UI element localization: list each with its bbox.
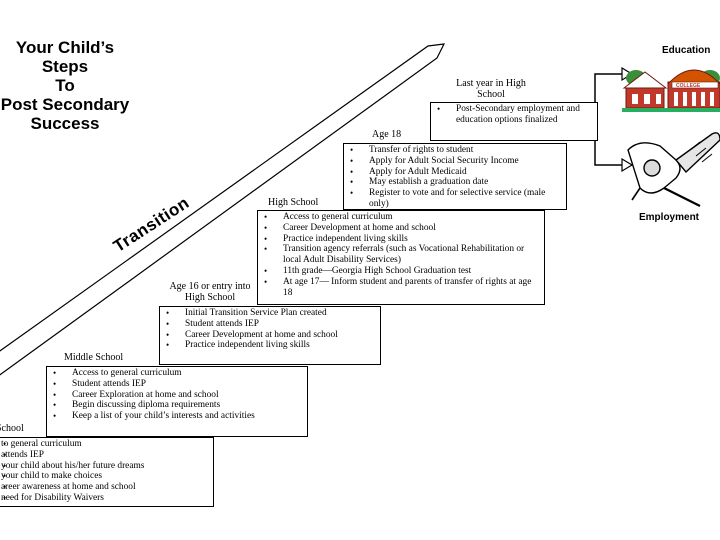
transition-arrow [0,43,446,376]
title-line-1: Your Child’s [15,38,115,57]
stage-label-elementary: School [0,423,24,434]
arrowhead-employment-icon [621,157,634,173]
stage-item: need for Disability Waivers [1,493,209,504]
stage-box-middle-school: Access to general curriculum Student att… [46,366,308,437]
stage-item: Student attends IEP [51,379,303,390]
stage-item: Apply for Adult Medicaid [348,167,562,178]
title-line-4: Post Secondary [0,95,130,114]
svg-text:COLLEGE: COLLEGE [676,83,701,89]
stage-item: 11th grade—Georgia High School Graduatio… [262,266,540,277]
stage-item: Post-Secondary employment and education … [435,104,593,126]
stage-box-last-year: Post-Secondary employment and education … [430,102,598,141]
diagram-title: Your Child’s Steps To Post Secondary Suc… [0,38,150,133]
stage-box-age-16: Initial Transition Service Plan created … [159,306,381,365]
stage-item: Practice independent living skills [262,234,540,245]
stage-item: Career Exploration at home and school [51,390,303,401]
stage-item: Keep a list of your child’s interests an… [51,411,303,422]
stage-item: to general curriculum [1,439,209,450]
stage-item: Transition agency referrals (such as Voc… [262,244,540,266]
title-line-3: To [55,76,75,95]
stage-box-age-18: Transfer of rights to student Apply for … [343,143,567,210]
stage-item: Access to general curriculum [262,212,540,223]
title-line-2: Steps [41,57,89,76]
stage-item: Register to vote and for selective servi… [348,188,562,210]
stage-item: Initial Transition Service Plan created [164,308,376,319]
title-line-5: Success [30,114,100,133]
stage-box-elementary: to general curriculum attends IEP your c… [0,437,214,507]
stage-item: Access to general curriculum [51,368,303,379]
stage-item: Career Development at home and school [262,223,540,234]
stage-item: Practice independent living skills [164,340,376,351]
stage-label-age-18: Age 18 [372,129,402,140]
stage-item: At age 17— Inform student and parents of… [262,277,540,299]
stage-box-high-school: Access to general curriculum Career Deve… [257,210,545,305]
stage-item: Apply for Adult Social Security Income [348,156,562,167]
stage-label-last-year: Last year in High School [456,78,526,100]
stage-item: your child to make choices [1,471,209,482]
employment-label: Employment [639,212,700,223]
stage-label-age-16: Age 16 or entry into High School [169,281,251,303]
stage-item: Transfer of rights to student [348,145,562,156]
stage-item: Career Development at home and school [164,330,376,341]
stage-label-middle-school: Middle School [64,352,124,363]
stage-item: attends IEP [1,450,209,461]
stage-item: your child about his/her future dreams [1,461,209,472]
education-label: Education [662,45,711,56]
stage-item: May establish a graduation date [348,177,562,188]
stage-item: Student attends IEP [164,319,376,330]
college-icon: COLLEGE [622,69,720,112]
wrench-icon [627,132,720,207]
stage-item: areer awareness at home and school [1,482,209,493]
stage-item: Begin discussing diploma requirements [51,400,303,411]
stage-label-high-school: High School [268,197,319,208]
